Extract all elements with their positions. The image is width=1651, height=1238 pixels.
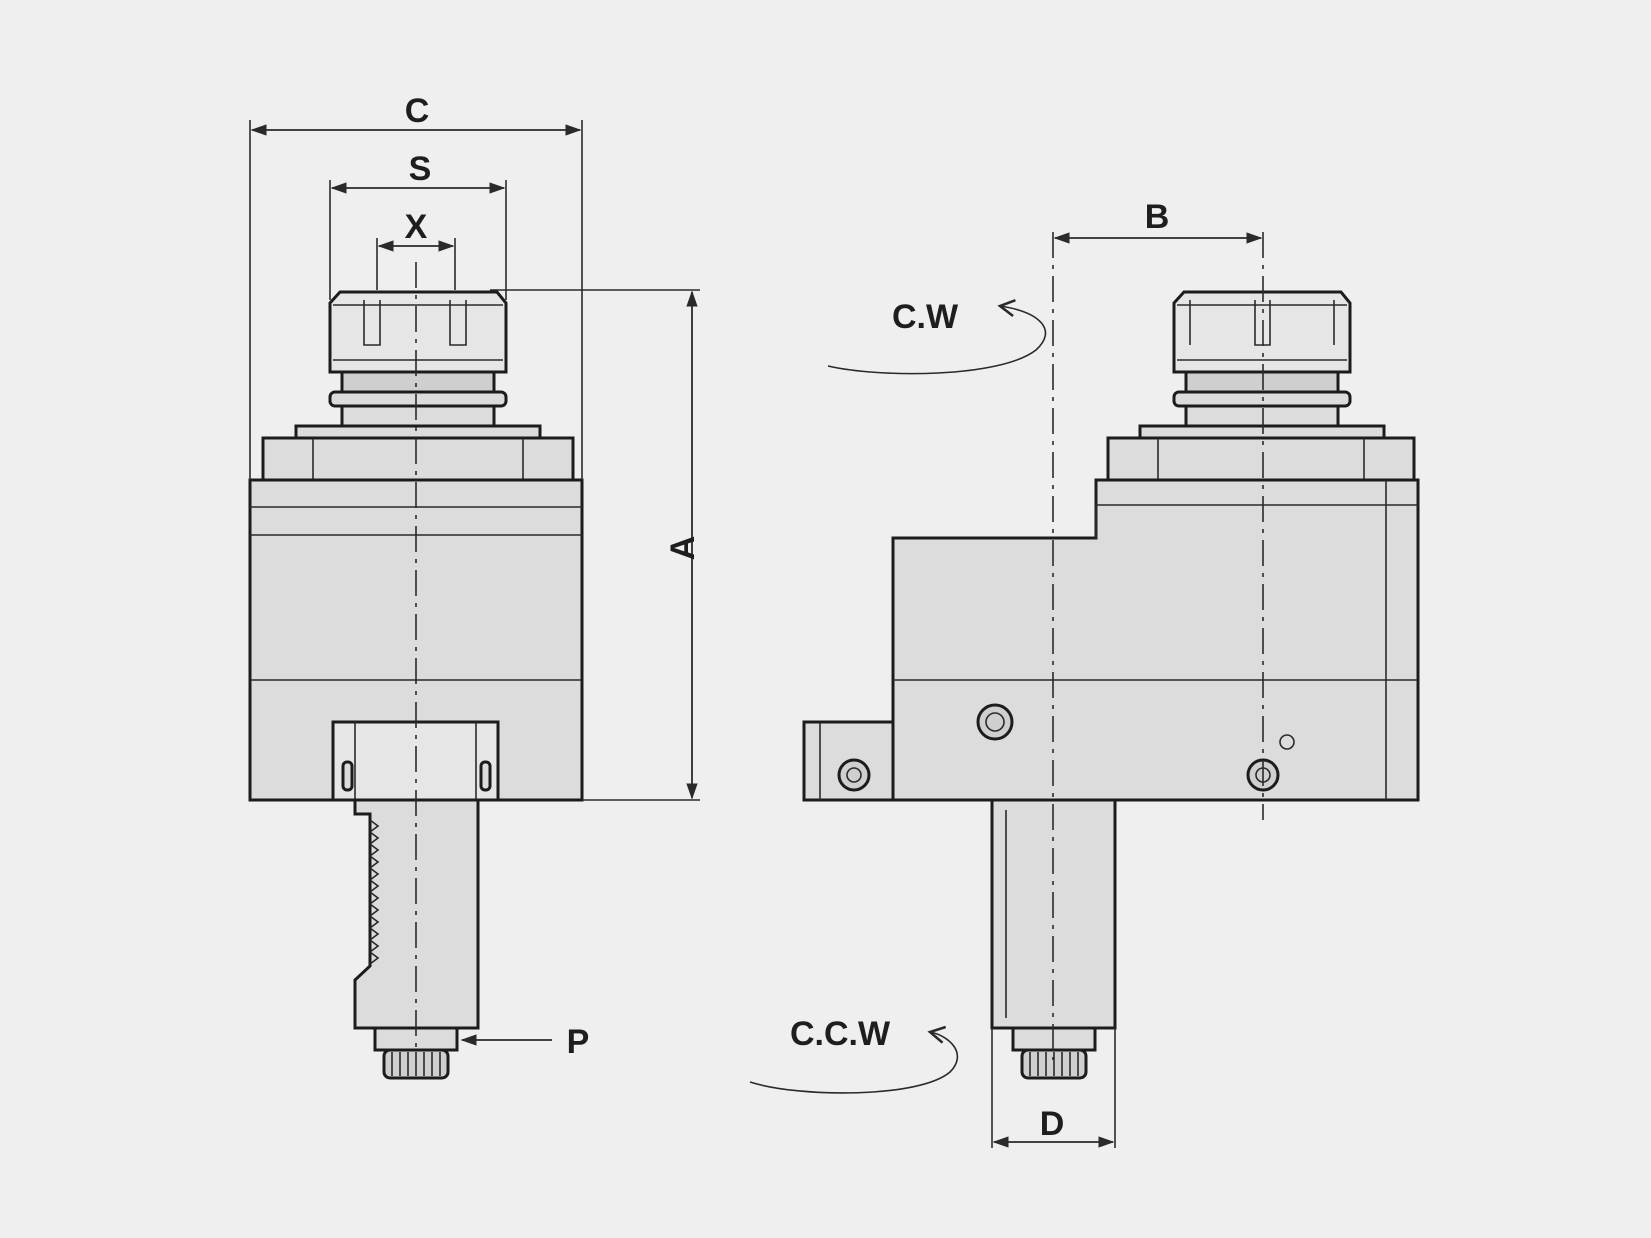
dim-label-x: X — [405, 208, 428, 246]
side-lug — [802, 720, 895, 802]
side-dimensions — [991, 232, 1263, 1148]
side-collar — [1138, 370, 1386, 440]
dim-label-d: D — [1040, 1105, 1065, 1143]
dim-label-b: B — [1145, 198, 1170, 236]
dim-label-c: C — [405, 92, 430, 130]
front-drive-end — [373, 1026, 459, 1080]
rotation-label-cw: C.W — [892, 298, 959, 336]
cw-rotation-arrow — [827, 299, 1047, 375]
side-view — [802, 232, 1420, 1080]
side-flange — [1106, 436, 1416, 482]
front-view — [248, 262, 584, 1080]
front-collar — [294, 370, 542, 440]
dim-label-s: S — [409, 150, 432, 188]
dim-label-a: A — [664, 536, 702, 561]
dim-label-p: P — [567, 1023, 590, 1061]
side-body — [891, 478, 1420, 802]
front-dimensions — [249, 120, 700, 1046]
ccw-rotation-arrow — [749, 1025, 959, 1094]
front-flange — [261, 436, 575, 482]
front-collet-nut — [328, 290, 508, 374]
rotation-label-ccw: C.C.W — [790, 1015, 891, 1053]
side-collet-nut — [1172, 290, 1352, 374]
